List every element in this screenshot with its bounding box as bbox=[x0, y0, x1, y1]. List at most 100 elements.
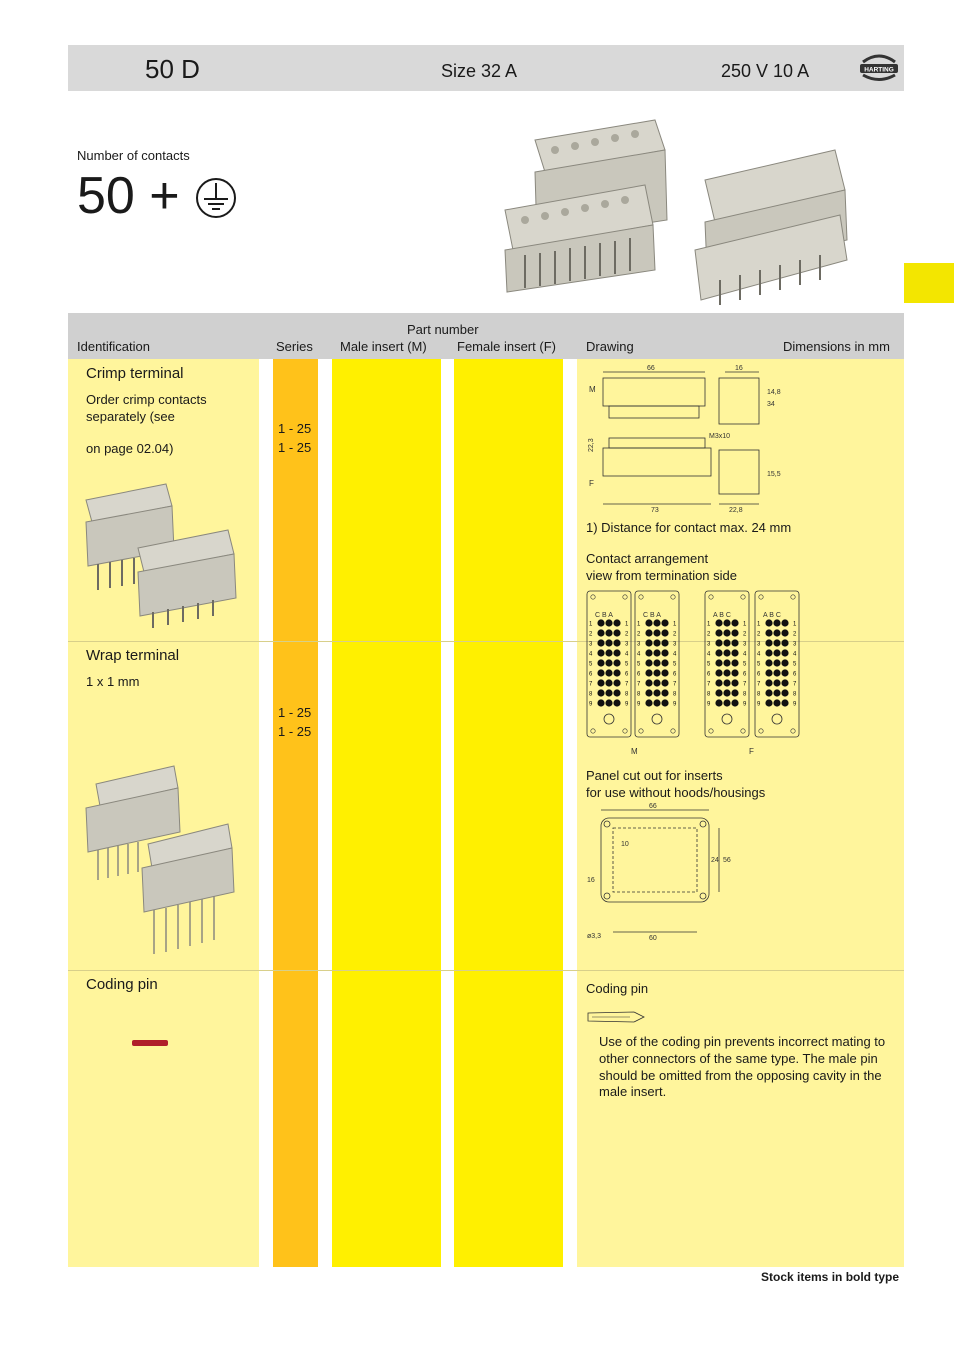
row-number: 1 bbox=[589, 622, 593, 628]
contact-dot bbox=[765, 619, 773, 627]
mounting-hole bbox=[590, 594, 596, 600]
contact-dot bbox=[773, 699, 781, 707]
mounting-hole bbox=[758, 728, 764, 734]
row-number: 8 bbox=[673, 692, 677, 698]
contact-dot bbox=[605, 699, 613, 707]
contact-dot bbox=[765, 669, 773, 677]
dim-f: F bbox=[589, 479, 594, 488]
row-number: 5 bbox=[707, 662, 711, 668]
row-number: 8 bbox=[793, 692, 797, 698]
arr-cols-f1: A B C bbox=[713, 612, 731, 619]
row-number: 8 bbox=[637, 692, 641, 698]
drawing-footnote: 1) Distance for contact max. 24 mm bbox=[586, 520, 792, 535]
contact-dot bbox=[653, 699, 661, 707]
mounting-hole bbox=[638, 728, 644, 734]
contact-dot bbox=[731, 649, 739, 657]
row-number: 5 bbox=[637, 662, 641, 668]
arr-label-m: M bbox=[631, 747, 638, 756]
contact-dot bbox=[773, 639, 781, 647]
contact-dot bbox=[605, 639, 613, 647]
contact-dot bbox=[773, 649, 781, 657]
crimp-note-2: separately (see bbox=[86, 409, 175, 424]
contact-dot bbox=[653, 649, 661, 657]
row-number: 4 bbox=[673, 652, 677, 658]
contact-dot bbox=[715, 669, 723, 677]
contact-dot bbox=[781, 659, 789, 667]
contact-dot bbox=[731, 679, 739, 687]
row-number: 2 bbox=[673, 632, 677, 638]
row-number: 5 bbox=[757, 662, 761, 668]
row-number: 4 bbox=[757, 652, 761, 658]
dim-73: 73 bbox=[651, 507, 659, 514]
contact-dot bbox=[653, 679, 661, 687]
contact-dot bbox=[613, 699, 621, 707]
contact-dot bbox=[723, 639, 731, 647]
contact-dot bbox=[715, 619, 723, 627]
contact-dot bbox=[781, 639, 789, 647]
row-number: 7 bbox=[637, 682, 641, 688]
product-photo bbox=[504, 119, 848, 305]
male-column bbox=[332, 359, 441, 1267]
series-column bbox=[273, 359, 318, 1267]
contact-dot bbox=[715, 699, 723, 707]
wrap-note: 1 x 1 mm bbox=[86, 674, 140, 689]
contact-dot bbox=[661, 689, 669, 697]
contact-dot bbox=[765, 659, 773, 667]
contact-dot bbox=[605, 619, 613, 627]
size-label: Size 32 A bbox=[441, 61, 518, 81]
row-number: 1 bbox=[707, 622, 711, 628]
contact-dot bbox=[597, 669, 605, 677]
panel-dim-24: 24 bbox=[711, 857, 719, 864]
contact-dot bbox=[781, 649, 789, 657]
contact-dot bbox=[645, 639, 653, 647]
contact-dot bbox=[731, 639, 739, 647]
row-number: 1 bbox=[625, 622, 629, 628]
panel-dim-60: 60 bbox=[649, 935, 657, 942]
wrap-photo bbox=[85, 765, 235, 954]
crimp-photo bbox=[85, 483, 237, 628]
contact-dot bbox=[597, 679, 605, 687]
page-title: 50 D bbox=[145, 54, 200, 84]
contact-dot bbox=[597, 649, 605, 657]
contact-dot bbox=[765, 689, 773, 697]
row-number: 2 bbox=[707, 632, 711, 638]
ground-contact-icon bbox=[603, 713, 615, 725]
contact-dot bbox=[773, 659, 781, 667]
mounting-hole bbox=[758, 594, 764, 600]
row-number: 3 bbox=[743, 642, 747, 648]
contact-dot bbox=[645, 689, 653, 697]
row-number: 6 bbox=[793, 672, 797, 678]
dim-m: M bbox=[589, 385, 596, 394]
contact-dot bbox=[605, 679, 613, 687]
dim-14-8: 14,8 bbox=[767, 389, 781, 396]
contact-dot bbox=[605, 629, 613, 637]
row-number: 7 bbox=[743, 682, 747, 688]
mounting-hole bbox=[590, 728, 596, 734]
contact-dot bbox=[653, 689, 661, 697]
contact-dot bbox=[661, 649, 669, 657]
row-number: 4 bbox=[625, 652, 629, 658]
row-number: 3 bbox=[673, 642, 677, 648]
contact-dot bbox=[661, 659, 669, 667]
row-number: 1 bbox=[637, 622, 641, 628]
row-number: 8 bbox=[757, 692, 761, 698]
ground-icon bbox=[196, 178, 236, 218]
contact-dot bbox=[765, 639, 773, 647]
row-number: 6 bbox=[637, 672, 641, 678]
contact-dot bbox=[765, 679, 773, 687]
row-number: 2 bbox=[625, 632, 629, 638]
row-number: 6 bbox=[625, 672, 629, 678]
contact-dot bbox=[613, 679, 621, 687]
row-number: 4 bbox=[743, 652, 747, 658]
row-divider bbox=[68, 641, 904, 642]
female-column bbox=[454, 359, 563, 1267]
row-number: 9 bbox=[757, 702, 761, 708]
mounting-hole bbox=[790, 728, 796, 734]
contact-dot bbox=[597, 689, 605, 697]
row-number: 9 bbox=[707, 702, 711, 708]
row-number: 3 bbox=[757, 642, 761, 648]
row-number: 3 bbox=[793, 642, 797, 648]
dim-66: 66 bbox=[647, 365, 655, 372]
contact-dot bbox=[781, 619, 789, 627]
